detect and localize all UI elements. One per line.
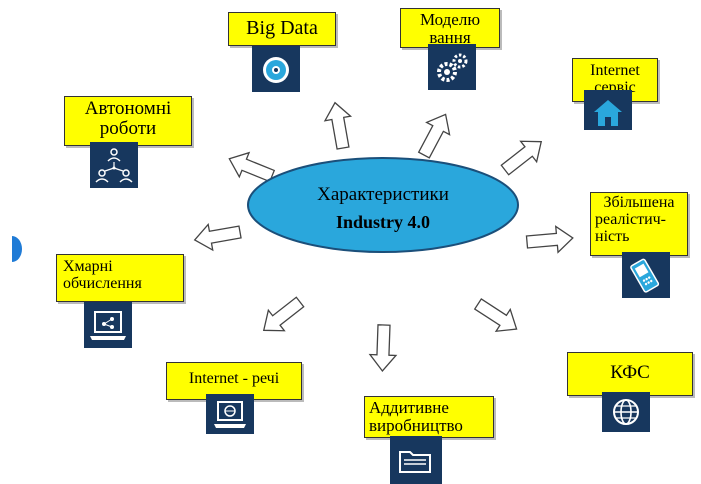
cps-text: КФС bbox=[610, 362, 650, 383]
autonomous-robots-text-2: роботи bbox=[99, 117, 157, 139]
augmented-reality-text-3: ність bbox=[595, 227, 630, 245]
autonomous-robots-tile bbox=[90, 142, 138, 188]
additive-tile bbox=[390, 436, 442, 484]
arrow-to-modeling bbox=[411, 107, 458, 162]
internet-service-tile bbox=[584, 90, 632, 130]
big-data-tile bbox=[252, 46, 300, 92]
augmented-reality-text-2: реалістич- bbox=[595, 210, 666, 228]
gears-icon bbox=[437, 53, 468, 82]
iot-text: Internet - речі bbox=[188, 370, 280, 387]
big-data-label: Big Data bbox=[228, 12, 336, 46]
modeling-label: Моделю вання bbox=[400, 8, 500, 48]
arrow-to-cloud bbox=[191, 218, 243, 254]
iot-tile bbox=[206, 394, 254, 434]
disc-icon bbox=[263, 57, 289, 83]
cloud-label: Хмарні обчислення bbox=[56, 254, 184, 302]
cps-tile bbox=[602, 392, 650, 432]
arrow-to-additive bbox=[368, 323, 398, 373]
internet-service-text-1: Internet bbox=[590, 62, 640, 79]
iot-label: Internet - речі bbox=[166, 362, 302, 400]
modeling-text-2: вання bbox=[429, 27, 471, 47]
modeling-text-1: Моделю bbox=[419, 10, 481, 29]
modeling-tile bbox=[428, 44, 476, 90]
augmented-reality-tile bbox=[622, 252, 670, 298]
house-icon bbox=[594, 100, 622, 126]
globe-icon bbox=[613, 399, 639, 425]
center-ellipse bbox=[247, 157, 519, 253]
autonomous-robots-text-1: Автономні bbox=[84, 98, 172, 119]
arrow-to-augmented-reality bbox=[525, 224, 575, 256]
additive-label: Аддитивне виробництво bbox=[364, 396, 494, 438]
arrow-to-cps bbox=[470, 292, 525, 341]
center-subtitle: Industry 4.0 bbox=[335, 212, 431, 232]
additive-text-2: виробництво bbox=[369, 415, 463, 435]
center-title: Характеристики bbox=[317, 184, 449, 205]
bullet-marker bbox=[12, 236, 22, 262]
augmented-reality-text-1: Збільшена bbox=[603, 194, 675, 211]
cloud-text-1: Хмарні bbox=[63, 258, 113, 275]
cloud-tile bbox=[84, 302, 132, 348]
network-people-icon bbox=[95, 148, 133, 183]
additive-text-1: Аддитивне bbox=[369, 398, 449, 417]
folder-icon bbox=[399, 451, 431, 473]
autonomous-robots-label: Автономні роботи bbox=[64, 96, 192, 146]
laptop-share-icon bbox=[90, 311, 126, 340]
big-data-text: Big Data bbox=[246, 17, 318, 39]
cloud-text-2: обчислення bbox=[63, 274, 142, 292]
augmented-reality-label: Збільшена реалістич- ність bbox=[590, 192, 688, 256]
cps-label: КФС bbox=[567, 352, 693, 396]
arrow-to-iot bbox=[255, 291, 309, 342]
mobile-phone-icon bbox=[630, 258, 660, 293]
laptop-globe-icon bbox=[214, 401, 246, 428]
arrow-to-big-data bbox=[321, 99, 357, 151]
